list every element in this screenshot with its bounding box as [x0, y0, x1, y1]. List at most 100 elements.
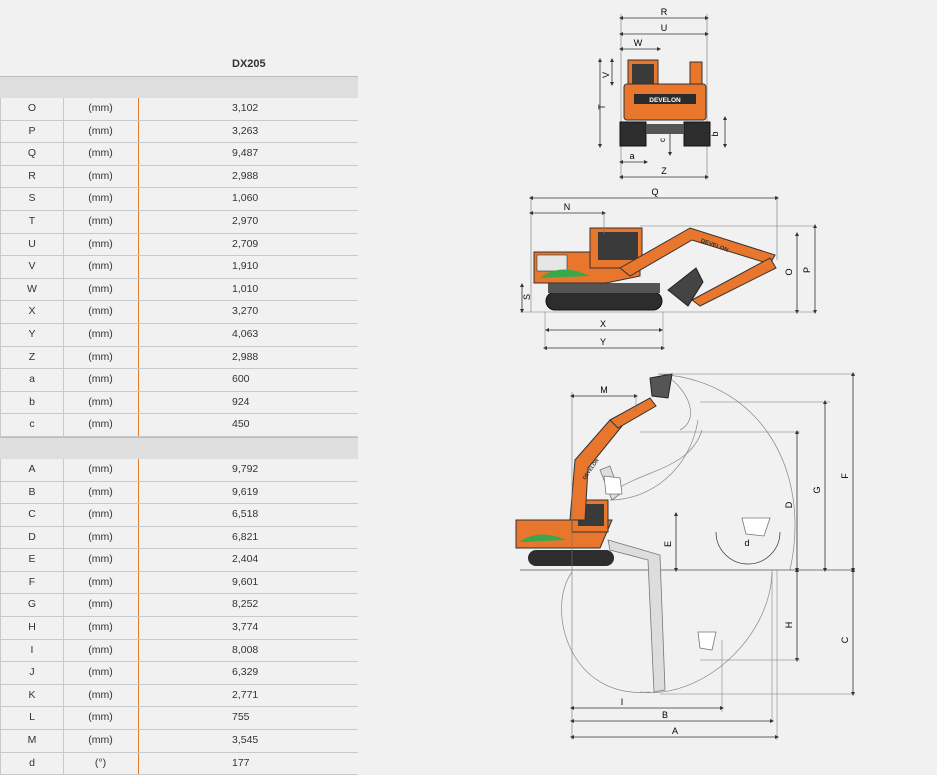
spec-unit: (mm) [63, 481, 139, 504]
dim-label-P: P [802, 267, 812, 273]
dim-label-a: a [629, 151, 634, 161]
spec-unit: (mm) [63, 730, 139, 752]
spec-code: L [0, 707, 64, 730]
spec-code: a [0, 369, 64, 391]
spec-unit: (mm) [63, 526, 139, 549]
dim-label-M: M [600, 385, 608, 395]
spec-unit: (mm) [63, 323, 139, 346]
spec-value: 2,771 [232, 688, 259, 701]
dim-label-B: B [662, 710, 668, 720]
spec-row: X(mm) 3,270 [0, 301, 358, 324]
spec-unit: (mm) [63, 684, 139, 707]
spec-row: O(mm)3,102 [0, 98, 358, 121]
spec-value: 2,988 [232, 169, 259, 182]
spec-value: 3,774 [232, 621, 259, 634]
spec-row: K(mm)2,771 [0, 684, 358, 708]
spec-code: d [0, 752, 64, 775]
section-band [0, 76, 358, 98]
spec-value: 3,263 [232, 124, 259, 137]
spec-row: d(°) 177 [0, 752, 358, 775]
spec-row: I(mm) 8,008 [0, 639, 358, 663]
spec-row: F(mm)9,601 [0, 571, 358, 595]
front-view: DEVELON R U W V T b c a Z [597, 7, 727, 180]
dim-label-c: c [658, 138, 667, 142]
spec-row: L(mm)755 [0, 707, 358, 731]
spec-code: B [0, 481, 64, 504]
spec-code: V [0, 256, 64, 278]
spec-unit: (mm) [63, 369, 139, 391]
spec-unit: (mm) [63, 210, 139, 233]
spec-unit: (mm) [63, 301, 139, 323]
spec-value: 6,329 [232, 666, 259, 679]
spec-unit: (mm) [63, 188, 139, 210]
spec-unit: (mm) [63, 639, 139, 662]
spec-row: T(mm)2,970 [0, 210, 358, 234]
spec-code: P [0, 120, 64, 143]
spec-value: 8,252 [232, 598, 259, 611]
spec-row: B(mm)9,619 [0, 481, 358, 505]
spec-row: G(mm)8,252 [0, 594, 358, 618]
spec-row: H(mm)3,774 [0, 617, 358, 640]
spec-value: 3,102 [232, 102, 259, 114]
dim-label-Z: Z [661, 166, 667, 176]
dim-label-A: A [672, 726, 678, 736]
dimension-diagrams: DEVELON R U W V T b c a Z DEVELON [515, 7, 855, 740]
spec-code: S [0, 188, 64, 210]
dim-label-T: T [597, 104, 607, 110]
spec-row: U(mm)2,709 [0, 233, 358, 257]
spec-unit: (mm) [63, 346, 139, 369]
spec-value: 2,970 [232, 214, 259, 227]
spec-code: U [0, 233, 64, 256]
spec-unit: (mm) [63, 278, 139, 301]
spec-row: W(mm)1,010 [0, 278, 358, 302]
spec-unit: (mm) [63, 594, 139, 617]
spec-unit: (mm) [63, 256, 139, 278]
spec-code: E [0, 549, 64, 571]
spec-code: I [0, 639, 64, 662]
spec-value: 3,270 [232, 305, 259, 318]
spec-value: 1,010 [232, 282, 259, 295]
dim-label-F: F [840, 473, 850, 479]
spec-value: 8,008 [232, 643, 259, 656]
dim-label-Q: Q [651, 187, 658, 197]
range-track [528, 550, 614, 566]
dim-label-U: U [661, 23, 668, 33]
spec-value: 177 [232, 756, 250, 769]
spec-unit: (mm) [63, 165, 139, 188]
spec-code: c [0, 414, 64, 436]
spec-code: X [0, 301, 64, 323]
section-band [0, 436, 358, 459]
side-arm [691, 257, 777, 307]
spec-row: b(mm)924 [0, 391, 358, 415]
spec-code: Q [0, 143, 64, 165]
dim-label-N: N [564, 202, 571, 212]
spec-value: 924 [232, 395, 250, 408]
spec-value: 9,487 [232, 147, 259, 160]
spec-unit: (mm) [63, 571, 139, 594]
spec-value: 4,063 [232, 327, 259, 340]
dim-label-b: b [710, 131, 720, 136]
spec-value: 2,404 [232, 553, 259, 566]
dim-label-E: E [663, 541, 673, 547]
spec-unit: (°) [63, 752, 139, 775]
spec-unit: (mm) [63, 120, 139, 143]
dim-label-H: H [784, 622, 794, 629]
spec-value: 600 [232, 373, 250, 386]
spec-unit: (mm) [63, 414, 139, 436]
spec-row: P(mm) 3,263 [0, 120, 358, 144]
spec-row: R(mm)2,988 [0, 165, 358, 189]
spec-value: 2,988 [232, 350, 259, 363]
side-view: DEVELON Q N O P S X Y [520, 187, 817, 350]
spec-value: 6,518 [232, 508, 259, 521]
spec-code: J [0, 662, 64, 684]
spec-value: 9,601 [232, 575, 259, 588]
range-bucket-top [649, 373, 673, 399]
spec-unit: (mm) [63, 617, 139, 639]
spec-value: 755 [232, 711, 250, 724]
dim-label-O: O [784, 268, 794, 275]
dim-label-C: C [840, 636, 850, 643]
spec-unit: (mm) [63, 504, 139, 526]
side-bucket [667, 267, 704, 307]
side-track [545, 291, 663, 311]
